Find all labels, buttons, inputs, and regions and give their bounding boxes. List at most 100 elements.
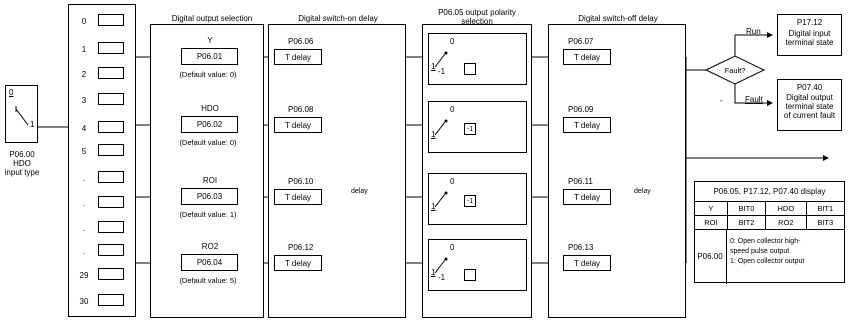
output-param: P06.02 [196,120,223,129]
polarity-box: 0 1 -1 [428,173,527,225]
terminal-label: . [82,224,86,233]
terminal-column [68,4,136,317]
on-delay-param: P06.10 [288,177,314,186]
off-delay-label: T delay [573,53,601,62]
off-delay-box: T delay [563,117,611,133]
on-delay-param: P06.06 [288,37,314,46]
run-box-param: P17.12 [796,18,823,27]
polarity-switch-icon [434,257,448,274]
header-polarity-line2: selection [461,17,493,26]
on-delay-param: P06.08 [288,105,314,114]
fault-box-line2: terminal state [785,102,834,111]
off-delay-label: T delay [573,193,601,202]
terminal-label: . [82,247,86,256]
polarity-bottom: 1 [431,130,436,139]
input-name: HDO [13,159,31,168]
terminal-label: 4 [81,124,87,133]
input-value-top: 0 [9,88,14,97]
display-bit-table: Y BIT0 HDO BIT1 ROI BIT2 RO2 BIT3 [694,201,846,230]
table-row: ROI BIT2 RO2 BIT3 [694,215,846,230]
terminal-box [98,42,124,54]
run-box-line1: Digital input [788,29,831,38]
terminal-box [98,14,124,26]
run-result-box: P17.12 Digital input terminal state [777,14,842,56]
polarity-top: 0 [450,37,455,46]
header-digital-output-selection: Digital output selection [171,14,253,23]
output-selection-frame [150,24,264,318]
off-delay-label: T delay [573,259,601,268]
terminal-box [98,244,124,256]
display-table-frame: P06.05, P17.12, P07.40 display Y BIT0 HD… [694,181,846,284]
terminal-box [98,268,124,280]
polarity-indicator-text: -1 [466,198,474,205]
on-delay-label: T delay [284,193,312,202]
table-cell: HDO [765,201,807,216]
fault-box-param: P07.40 [796,83,823,92]
input-value-bottom: 1 [30,120,35,129]
terminal-label: 2 [81,70,87,79]
p0600-line: 1: Open collector output [730,258,805,265]
p0600-row: P06.00 0: Open collector high- speed pul… [694,229,845,284]
polarity-minus: -1 [438,67,446,76]
terminal-label: 30 [79,297,89,306]
fault-box-line3: of current fault [783,111,836,120]
p0600-label-cell: P06.00 [694,230,727,284]
header-polarity-line1: P06.05 output polarity [438,8,516,17]
on-delay-box: T delay [274,117,322,133]
output-name: ROI [202,176,218,185]
terminal-label: 1 [81,45,87,54]
terminal-label: . [82,199,86,208]
on-delay-box: T delay [274,189,322,205]
off-delay-label: T delay [573,121,601,130]
polarity-bottom: 1 [431,268,436,277]
terminal-label: 0 [81,17,87,26]
polarity-indicator: -1 [464,123,476,135]
terminal-box [98,221,124,233]
header-digital-switch-off-delay: Digital switch-off delay [578,14,658,23]
output-name: RO2 [201,242,219,251]
switch-off-delay-frame [548,24,686,318]
output-name: HDO [201,104,219,113]
output-default: (Default value: 0) [179,138,237,147]
polarity-box: 0 1 -1 [428,239,527,291]
polarity-top: 0 [450,177,455,186]
off-delay-param: P06.09 [568,105,594,114]
table-cell: BIT0 [726,201,767,216]
decision-label: Fault? [724,66,746,75]
run-box-line2: terminal state [785,38,834,47]
polarity-indicator: -1 [464,195,476,207]
polarity-bottom: 1 [431,62,436,71]
output-param: P06.04 [196,258,223,267]
off-delay-param: P06.07 [568,37,594,46]
polarity-indicator [464,269,476,281]
terminal-box [98,93,124,105]
terminal-label: 29 [79,271,89,280]
polarity-minus: -1 [438,273,446,282]
off-delay-label: delay [634,188,651,195]
polarity-switch-icon [434,51,448,68]
off-delay-box: T delay [563,49,611,65]
output-param-box: P06.01 [181,48,238,65]
on-delay-label: T delay [284,259,312,268]
polarity-top: 0 [450,105,455,114]
on-delay-param: P06.12 [288,243,314,252]
switch-on-delay-frame [268,24,406,318]
output-param: P06.03 [196,192,223,201]
input-desc: input type [4,168,40,177]
p0600-line: speed pulse output [730,248,790,255]
fault-dash: - [720,96,723,105]
hdo-input-switch: 0 1 [5,85,38,143]
polarity-switch-icon [434,119,448,136]
fault-box-line1: Digital output [786,93,833,102]
polarity-box: 0 1 -1 [428,101,527,153]
table-row: Y BIT0 HDO BIT1 [694,201,846,216]
run-label: Run [746,27,761,36]
on-delay-box: T delay [274,49,322,65]
on-delay-label: T delay [284,121,312,130]
on-delay-label: T delay [284,53,312,62]
output-param-box: P06.04 [181,254,238,271]
output-default: (Default value: 1) [179,210,237,219]
off-delay-box: T delay [563,189,611,205]
polarity-indicator [464,63,476,75]
display-table-title: P06.05, P17.12, P07.40 display [713,187,826,196]
